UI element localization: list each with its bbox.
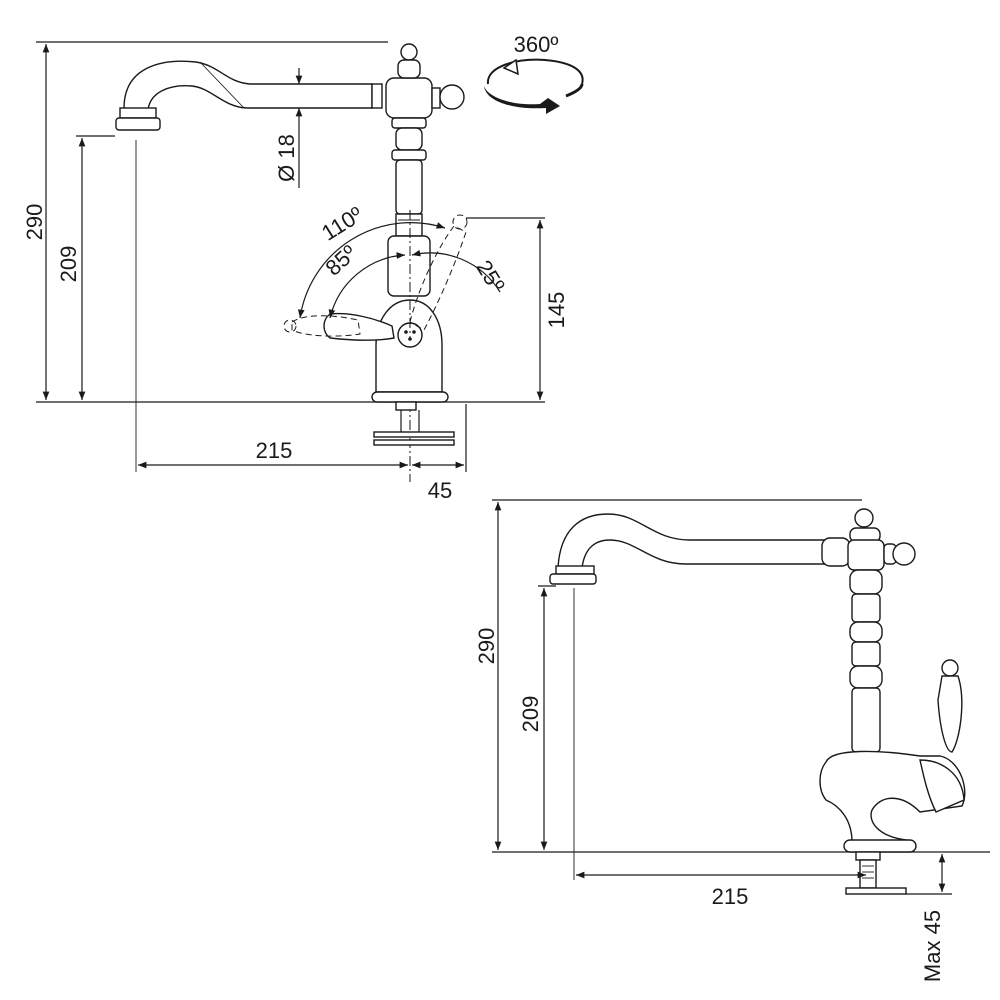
side-side-knob bbox=[892, 542, 916, 566]
side-lever-handle bbox=[937, 675, 963, 753]
fixing-plate-top bbox=[373, 431, 455, 438]
collar-right bbox=[431, 87, 441, 109]
ring-2 bbox=[391, 149, 427, 161]
pivot-dot-1 bbox=[404, 330, 408, 334]
ring-1 bbox=[391, 117, 427, 129]
lever-open-knob bbox=[283, 319, 297, 333]
rotation-arrow-left bbox=[502, 58, 519, 76]
angle-110-label: 110º bbox=[317, 202, 367, 246]
pivot-dot-2 bbox=[412, 330, 416, 334]
side-base-plate bbox=[843, 839, 917, 853]
spout-aerator bbox=[115, 117, 161, 131]
angle-25-arc bbox=[411, 249, 501, 293]
rotation-label: 360º bbox=[514, 32, 559, 57]
angle-85-label: 85º bbox=[321, 240, 362, 280]
head-block bbox=[385, 77, 433, 119]
side-dim-max45-label: Max 45 bbox=[920, 910, 945, 982]
rotation-arc-top bbox=[486, 58, 584, 85]
side-cartridge bbox=[919, 759, 965, 813]
angle-110-arc bbox=[297, 222, 446, 319]
side-spout-ring bbox=[555, 565, 595, 575]
dim-209-label: 209 bbox=[56, 246, 81, 283]
spout bbox=[123, 60, 373, 111]
side-col-seg-1 bbox=[851, 593, 881, 623]
collar-left bbox=[371, 83, 383, 109]
top-knob bbox=[400, 43, 418, 61]
side-view: 290 209 bbox=[474, 499, 990, 982]
dim-290-label: 290 bbox=[22, 204, 47, 241]
rotation-arrow-right bbox=[484, 86, 560, 114]
column-mid bbox=[395, 159, 423, 215]
angle-25-label: 25º bbox=[471, 256, 509, 297]
dim-d18-label: Ø 18 bbox=[274, 134, 299, 182]
dim-145-label: 145 bbox=[544, 292, 569, 329]
side-dim-290-label: 290 bbox=[474, 628, 499, 665]
side-col-bulb-2 bbox=[849, 621, 883, 643]
side-dim-215-label: 215 bbox=[712, 884, 749, 909]
side-head bbox=[847, 539, 885, 571]
side-lever-knob bbox=[941, 659, 959, 677]
fixing-plate-bottom bbox=[373, 439, 455, 446]
lever-25-knob bbox=[452, 214, 468, 230]
front-view: 290 209 Ø 18 bbox=[22, 32, 584, 503]
dim-45-label: 45 bbox=[428, 478, 452, 503]
dim-215-label: 215 bbox=[256, 438, 293, 463]
angle-85-arc bbox=[328, 252, 406, 319]
top-finial bbox=[397, 59, 421, 79]
side-fixing-plate bbox=[845, 887, 907, 895]
lever-open-position bbox=[291, 315, 361, 337]
side-spout-aerator bbox=[549, 573, 597, 585]
side-knob bbox=[439, 84, 465, 110]
column-bulb-1 bbox=[395, 127, 423, 151]
side-fixing-nut bbox=[855, 851, 881, 861]
side-collar-left bbox=[821, 537, 851, 567]
spout-detail bbox=[199, 61, 245, 109]
side-col-bulb-3 bbox=[849, 665, 883, 689]
side-col-seg-3 bbox=[851, 687, 881, 753]
side-col-seg-2 bbox=[851, 641, 881, 667]
side-fixing-stud bbox=[859, 859, 877, 889]
rotation-arc-tail bbox=[565, 83, 584, 98]
spout-tip-ring bbox=[119, 107, 157, 119]
side-col-bulb-1 bbox=[849, 569, 883, 595]
mixer-body bbox=[387, 235, 431, 297]
fixing-nut bbox=[395, 401, 417, 411]
base-plate bbox=[371, 391, 449, 403]
side-top-knob bbox=[854, 508, 874, 528]
side-spout bbox=[557, 513, 827, 569]
column-lower bbox=[395, 213, 423, 237]
side-dim-209-label: 209 bbox=[518, 696, 543, 733]
